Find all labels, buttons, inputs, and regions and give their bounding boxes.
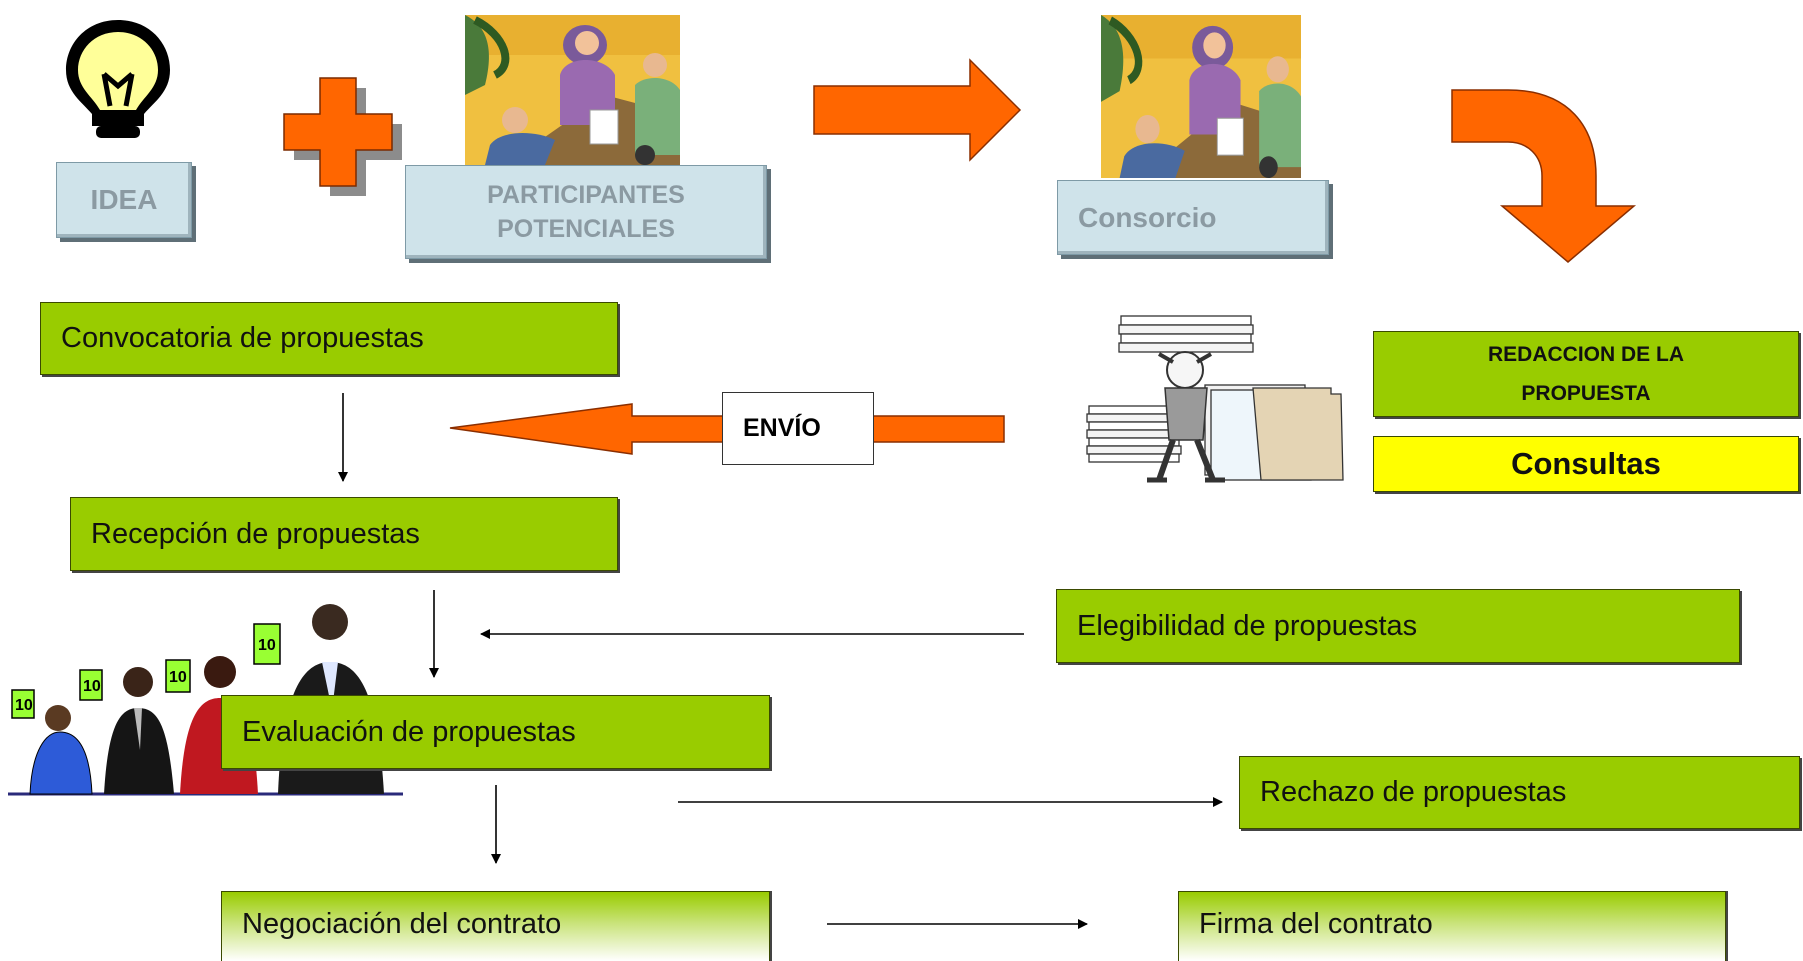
convocatoria-box: Convocatoria de propuestas [40, 302, 618, 375]
idea-box: IDEA [56, 162, 192, 238]
consultas-label: Consultas [1511, 446, 1661, 481]
redaccion-line1: REDACCION DE LA [1487, 343, 1684, 366]
envio-box: ENVÍO [722, 392, 874, 465]
judge-card-2: 10 [83, 678, 101, 695]
evaluacion-box: Evaluación de propuestas [221, 695, 770, 769]
redaccion-line2: PROPUESTA [1521, 382, 1651, 405]
judge-card-4: 10 [258, 637, 276, 654]
redaccion-box: REDACCION DE LA PROPUESTA [1373, 331, 1799, 417]
idea-label: IDEA [90, 184, 158, 215]
participantes-box: PARTICIPANTES POTENCIALES [405, 165, 767, 259]
negociacion-label: Negociación del contrato [242, 908, 562, 940]
consultas-box: Consultas [1373, 436, 1799, 492]
rechazo-box: Rechazo de propuestas [1239, 756, 1800, 829]
meeting-clipart-icon [1101, 15, 1301, 178]
lightbulb-icon [66, 20, 170, 138]
firma-label: Firma del contrato [1199, 908, 1433, 940]
negociacion-box: Negociación del contrato [221, 891, 770, 961]
elegibilidad-label: Elegibilidad de propuestas [1077, 609, 1418, 642]
evaluacion-label: Evaluación de propuestas [242, 715, 576, 748]
big-arrow-right-icon [813, 58, 1022, 162]
consorcio-label: Consorcio [1078, 201, 1217, 233]
participantes-line2: POTENCIALES [497, 215, 675, 243]
firma-box: Firma del contrato [1178, 891, 1726, 961]
paperwork-man-icon [1086, 315, 1344, 483]
consorcio-box: Consorcio [1057, 180, 1329, 255]
rechazo-label: Rechazo de propuestas [1260, 776, 1567, 808]
participantes-line1: PARTICIPANTES [487, 181, 685, 209]
elegibilidad-box: Elegibilidad de propuestas [1056, 589, 1740, 663]
envio-label: ENVÍO [743, 414, 821, 442]
plus-icon [283, 77, 402, 196]
judge-card-3: 10 [169, 669, 187, 686]
recepcion-box: Recepción de propuestas [70, 497, 618, 571]
curved-arrow-down-icon [1451, 89, 1637, 263]
meeting-clipart-icon [465, 15, 680, 165]
recepcion-label: Recepción de propuestas [91, 517, 420, 550]
convocatoria-label: Convocatoria de propuestas [61, 322, 424, 354]
judge-card-1: 10 [15, 697, 33, 714]
